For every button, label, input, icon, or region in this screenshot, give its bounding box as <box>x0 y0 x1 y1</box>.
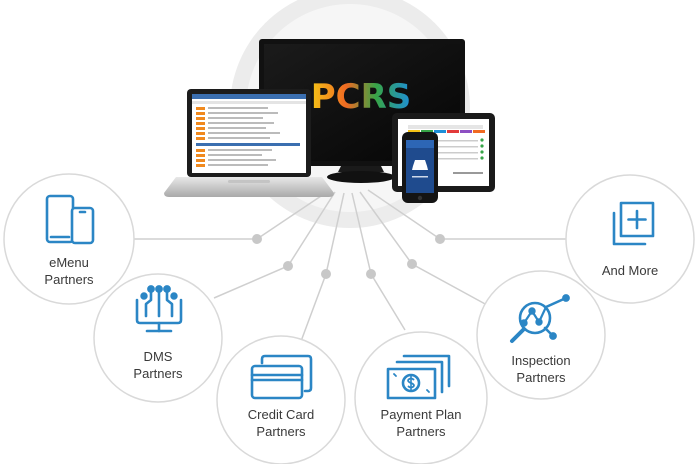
emenu-circle <box>3 173 135 305</box>
credit-card-circle <box>216 335 346 464</box>
connector-dot <box>407 259 417 269</box>
payment-plan-label-line2: Partners <box>396 424 446 439</box>
emenu-label-line1: eMenu <box>49 255 89 270</box>
laptop-table <box>196 107 300 167</box>
and-more-label: And More <box>602 262 658 279</box>
laptop-trackpad-notch <box>228 180 270 183</box>
inspection-circle <box>476 270 606 400</box>
dms-circle <box>93 273 223 403</box>
inspection-label-line2: Partners <box>516 370 566 385</box>
add-pages-icon <box>612 201 655 246</box>
phone-home-button <box>417 195 423 201</box>
payment-plan-label-line1: Payment Plan <box>380 407 462 422</box>
network-monitor-icon <box>135 285 183 333</box>
emenu-label-line2: Partners <box>44 272 94 287</box>
monitor-neck <box>338 166 384 172</box>
credit-card-label-line2: Partners <box>256 424 306 439</box>
and-more-label-line1: And More <box>601 263 659 278</box>
credit-card-icon <box>250 354 313 400</box>
dms-label: DMS Partners <box>133 348 182 382</box>
laptop-base <box>164 177 334 197</box>
connector-dot <box>252 234 262 244</box>
dms-label-line1: DMS <box>143 349 173 364</box>
and-more-circle <box>565 174 695 304</box>
monitor-base <box>327 171 395 183</box>
inspection-label: Inspection Partners <box>511 352 570 386</box>
tablet-phone-icon <box>45 194 95 245</box>
credit-card-label-line1: Credit Card <box>247 407 315 422</box>
dollar-bills-icon <box>386 354 451 400</box>
inspection-label-line1: Inspection <box>511 353 571 368</box>
phone-device <box>402 132 438 203</box>
laptop-toolbar <box>192 101 306 104</box>
emenu-label: eMenu Partners <box>44 254 93 288</box>
payment-plan-label: Payment Plan Partners <box>381 406 462 440</box>
connector-dots <box>252 234 445 279</box>
connector-dot <box>321 269 331 279</box>
pcrs-logo: PCRS <box>311 77 412 117</box>
magnifier-chart-icon <box>510 294 570 343</box>
laptop-app-header <box>192 94 306 99</box>
laptop-device <box>164 89 334 197</box>
car-icon <box>412 160 428 170</box>
connector-dot <box>283 261 293 271</box>
connector-dot <box>435 234 445 244</box>
credit-card-label: Credit Card Partners <box>248 406 314 440</box>
connector-dot <box>366 269 376 279</box>
dms-label-line2: Partners <box>133 366 183 381</box>
